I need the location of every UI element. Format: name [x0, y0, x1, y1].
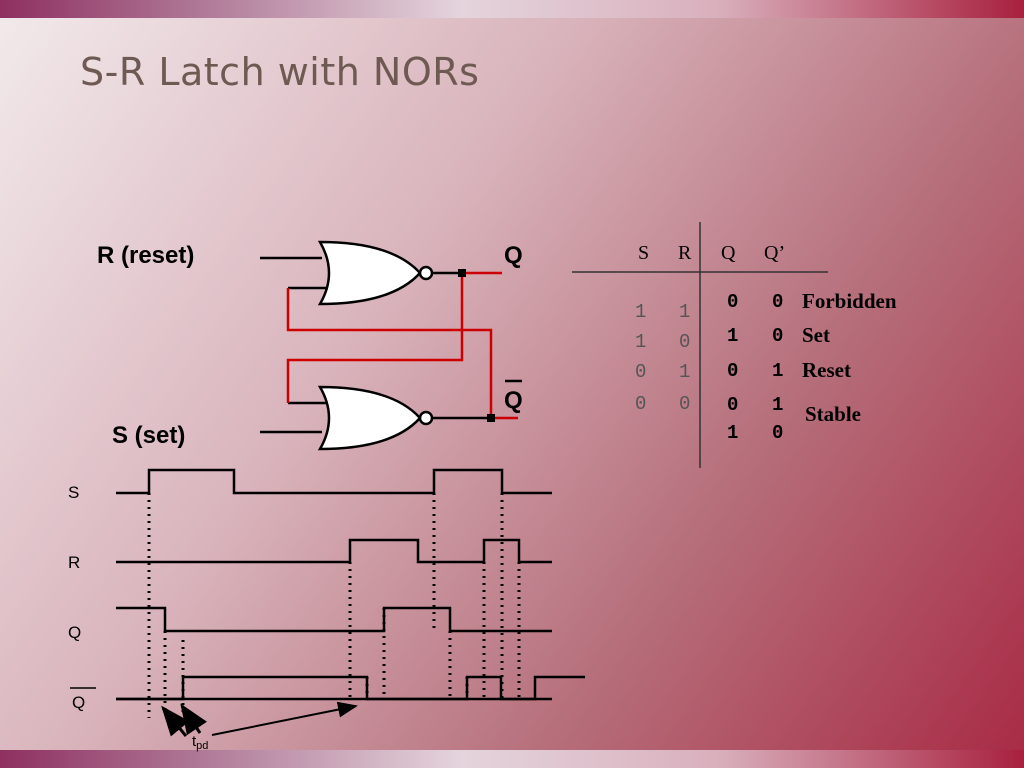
qbar-junction-dot: [487, 414, 495, 422]
wave-label-qbar: Q: [72, 693, 85, 712]
tpd-label: tpd: [192, 733, 208, 752]
row-2-s: 1: [635, 331, 646, 353]
nor-latch-circuit: R (reset) S (set) Q Q: [97, 240, 523, 451]
row-2-meaning: Set: [802, 323, 830, 347]
s-set-label: S (set): [112, 422, 185, 449]
row-3-qn: 1: [772, 360, 783, 382]
nor-gate-bottom: [317, 385, 422, 451]
timing-diagram: S R Q Q: [68, 468, 585, 752]
row-4-s: 0: [635, 393, 646, 415]
qbar-output-label: Q: [504, 387, 523, 414]
tpd-label-subscript: pd: [196, 740, 208, 752]
row-4-q-alt: 1: [727, 422, 738, 444]
q-output-label: Q: [504, 242, 523, 269]
truth-table: S R Q Q’ 1 1 0 0 Forbidden 1 0 1 0 Set 0…: [572, 222, 897, 468]
wave-label-r: R: [68, 553, 80, 572]
timing-guides: [147, 493, 521, 718]
wave-label-s: S: [68, 483, 79, 502]
tpd-arrow-2: [180, 703, 207, 736]
waveform-q: [116, 606, 552, 633]
row-1-meaning: Forbidden: [802, 289, 897, 313]
r-reset-label: R (reset): [97, 242, 194, 269]
row-4-meaning: Stable: [805, 402, 861, 426]
slide-title: S-R Latch with NORs: [80, 50, 480, 94]
waveform-s: [116, 468, 552, 495]
row-4-qn-alt: 0: [772, 422, 783, 444]
tpd-label-main: t: [192, 733, 197, 750]
row-1-s: 1: [635, 301, 646, 323]
waveform-r: [116, 538, 552, 564]
nor-gate-bottom-bubble: [418, 410, 434, 426]
row-3-s: 0: [635, 361, 646, 383]
tpd-arrow-1: [161, 705, 190, 737]
feedback-wire-q-to-bottom: [286, 273, 464, 403]
row-3-q: 0: [727, 360, 738, 382]
header-q: Q: [721, 242, 736, 264]
row-1-qn: 0: [772, 291, 783, 313]
waveform-qbar: [116, 675, 585, 701]
bottom-decor-bar: [0, 750, 1024, 768]
wave-label-q: Q: [68, 623, 81, 642]
top-decor-bar: [0, 0, 1024, 18]
header-qn: Q’: [764, 242, 785, 264]
q-junction-dot: [458, 269, 466, 277]
tpd-arrow-3: [211, 701, 358, 736]
row-4-qn: 1: [772, 394, 783, 416]
row-2-r: 0: [679, 331, 690, 353]
row-1-q: 0: [727, 291, 738, 313]
row-2-qn: 0: [772, 325, 783, 347]
row-4-r: 0: [679, 393, 690, 415]
header-r: R: [678, 242, 692, 264]
row-3-meaning: Reset: [802, 358, 851, 382]
nor-gate-top: [317, 240, 422, 306]
header-s: S: [638, 242, 649, 264]
row-3-r: 1: [679, 361, 690, 383]
feedback-wire-qbar-to-top: [286, 288, 493, 418]
row-2-q: 1: [727, 325, 738, 347]
row-1-r: 1: [679, 301, 690, 323]
nor-gate-top-bubble: [418, 265, 434, 281]
row-4-q: 0: [727, 394, 738, 416]
